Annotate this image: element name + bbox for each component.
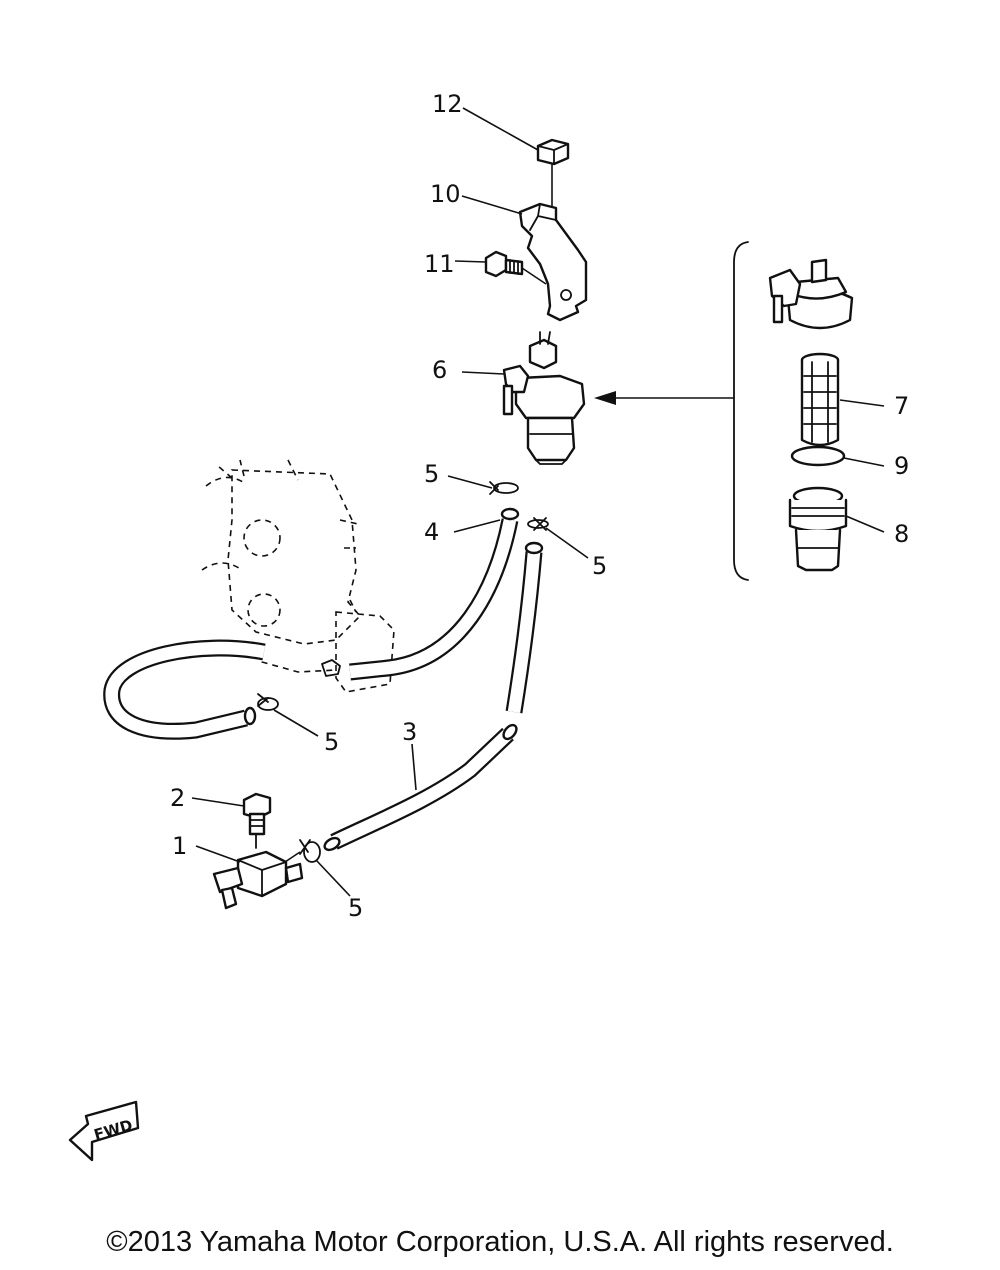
part-5-clip-left[interactable] (257, 693, 279, 711)
leader-6 (461, 371, 505, 375)
callout-3: 3 (402, 718, 417, 746)
leader-8 (845, 515, 885, 533)
leader-12 (462, 107, 539, 151)
callout-5c: 5 (324, 728, 339, 756)
part-5-clip-top[interactable] (489, 481, 519, 495)
leader-5b (545, 527, 589, 559)
part-5-clip-bottom[interactable] (299, 839, 321, 863)
axis-11 (521, 267, 547, 285)
callout-12: 12 (432, 90, 463, 118)
callout-6: 6 (432, 356, 447, 384)
exploded-view-arrowhead (594, 391, 616, 405)
callout-2: 2 (170, 784, 185, 812)
callout-1: 1 (172, 832, 187, 860)
leader-10 (461, 195, 523, 215)
part-12-nut[interactable] (536, 138, 570, 166)
leader-2 (191, 797, 245, 807)
callout-10: 10 (430, 180, 461, 208)
callout-7: 7 (894, 392, 909, 420)
leader-1 (195, 845, 241, 863)
part-7-filter-element[interactable] (800, 352, 840, 447)
leader-7 (839, 399, 885, 407)
fwd-arrow-icon: FWD (68, 1100, 140, 1162)
part-11-screw[interactable] (484, 250, 524, 278)
filter-head-detail (768, 258, 854, 330)
part-9-o-ring[interactable] (790, 445, 846, 467)
part-4-fuel-hose[interactable] (103, 507, 520, 740)
callout-9: 9 (894, 452, 909, 480)
leader-4 (453, 519, 501, 533)
leader-11 (454, 260, 487, 263)
callout-4: 4 (424, 518, 439, 546)
part-10-bracket[interactable] (518, 202, 588, 322)
leader-5a (447, 475, 493, 489)
callout-5b: 5 (592, 552, 607, 580)
part-6-fuel-filter[interactable] (502, 331, 586, 465)
callout-11: 11 (424, 250, 455, 278)
callout-5a: 5 (424, 460, 439, 488)
leader-5d (315, 859, 351, 897)
part-5-clip-right[interactable] (527, 517, 549, 531)
leader-3 (411, 743, 417, 791)
part-1-fuel-joint[interactable] (212, 850, 304, 910)
carburetor-reference (201, 459, 395, 693)
leader-9 (843, 457, 885, 467)
exploded-view-brace (733, 241, 749, 581)
part-3-fuel-hose[interactable] (323, 723, 519, 853)
callout-5d: 5 (348, 894, 363, 922)
callout-8: 8 (894, 520, 909, 548)
part-2-bolt[interactable] (242, 792, 272, 849)
copyright-notice: ©2013 Yamaha Motor Corporation, U.S.A. A… (106, 1226, 894, 1258)
leader-5c (273, 709, 319, 737)
part-3-fuel-hose-upper[interactable] (505, 541, 544, 714)
part-8-filter-cup[interactable] (788, 486, 848, 572)
